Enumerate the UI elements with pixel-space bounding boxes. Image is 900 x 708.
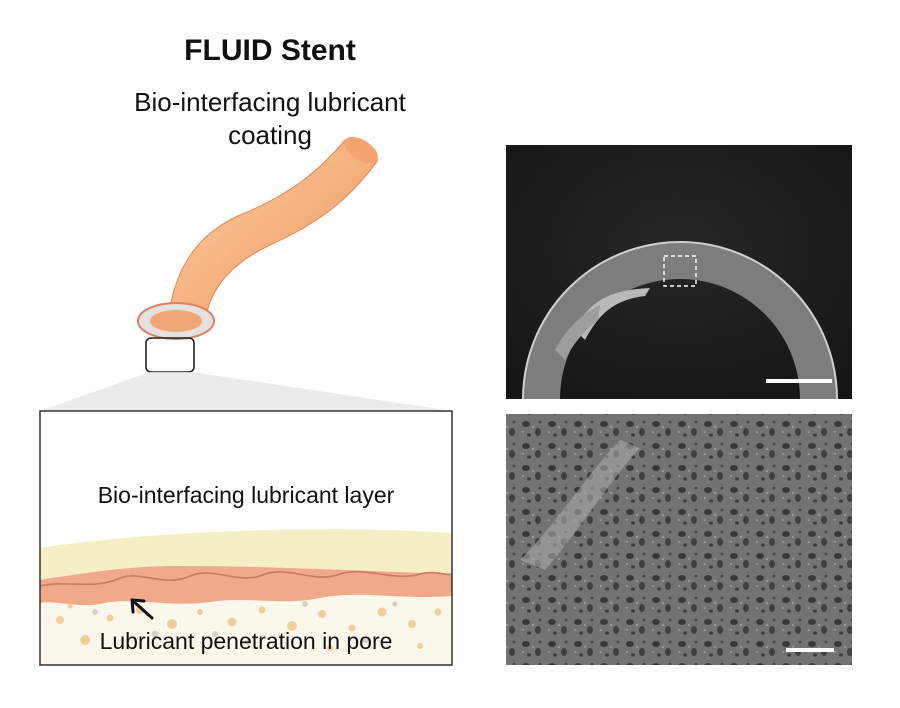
scale-bar-icon-2: [786, 648, 834, 652]
arrow-up-left-icon: [130, 598, 154, 620]
porous-substrate: [40, 595, 452, 665]
zoom-box: [145, 337, 195, 373]
substrate-band: [40, 566, 452, 606]
pore-dots-grey: [92, 601, 398, 644]
sem-cross-section-image: [506, 145, 852, 400]
stent-lumen: [150, 310, 202, 332]
sem-ring: [523, 242, 837, 399]
zoom-funnel: [40, 372, 452, 411]
sem-zoom-box: [663, 255, 697, 287]
cross-section-inset: [39, 410, 453, 666]
figure-title: FLUID Stent: [184, 34, 356, 67]
lubricant-interface-line: [40, 570, 452, 587]
sem-debris: [555, 305, 600, 360]
pore-penetration-label: Lubricant penetration in pore: [99, 628, 393, 654]
stent-illustration: [137, 136, 379, 373]
stent-tube: [167, 139, 379, 323]
figure-subtitle: Bio-interfacing lubricant coating: [90, 86, 450, 152]
scale-bar-icon: [766, 379, 832, 383]
sem-surface-image: [506, 414, 852, 665]
stent-far-end: [344, 136, 378, 164]
sem-ring-edge: [522, 241, 838, 400]
lubricant-layer-label: Bio-interfacing lubricant layer: [97, 482, 395, 508]
subtitle-line-1: Bio-interfacing lubricant: [134, 87, 406, 117]
subtitle-line-2: coating: [228, 120, 312, 150]
sem-surface-ridge: [520, 440, 640, 570]
